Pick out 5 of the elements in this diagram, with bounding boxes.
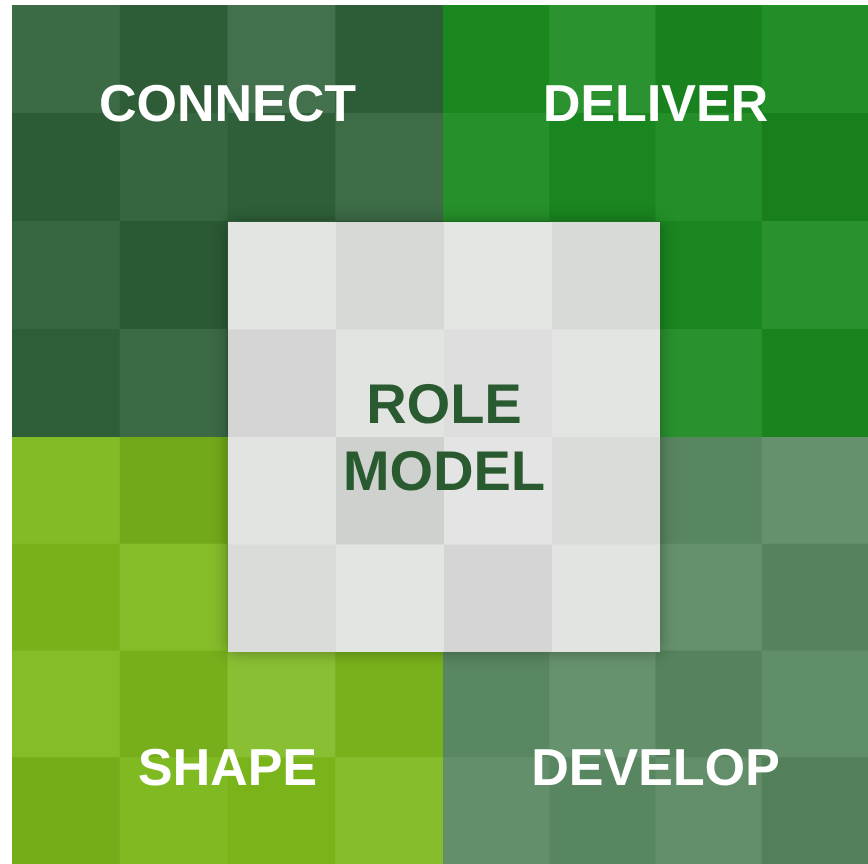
section-title: SHAPE [138,738,318,799]
section-title: CONNECT [98,74,356,135]
section-title: DELIVER [542,74,768,135]
section-title: ROLE MODEL [342,370,546,504]
section-title: DEVELOP [531,738,780,799]
